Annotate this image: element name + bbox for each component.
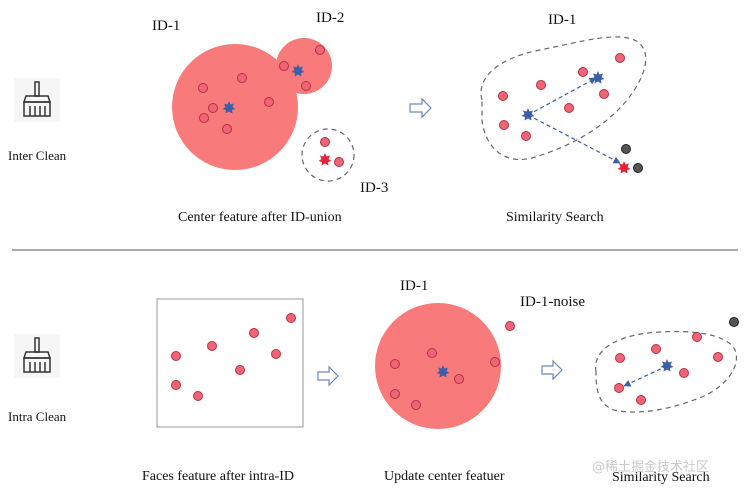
top-left-caption: Center feature after ID-union	[178, 210, 342, 225]
top-right-id1-label: ID-1	[548, 12, 576, 28]
search-arrow	[527, 114, 621, 164]
top-id1-label: ID-1	[152, 18, 180, 34]
watermark: @稀土掘金技术社区	[592, 459, 709, 475]
faces-feature-points	[171, 313, 296, 401]
inter-clean-label: Inter Clean	[8, 148, 67, 163]
cluster-id3-points	[320, 137, 344, 167]
top-id3-label: ID-3	[360, 180, 388, 196]
similarity-region-bottom	[595, 330, 738, 413]
outlier-point	[633, 163, 643, 173]
cluster-id3	[301, 128, 355, 182]
hollow-arrow-icon	[541, 359, 563, 381]
star-burst-icon	[521, 71, 631, 174]
outlier-point	[621, 144, 631, 154]
bottom-mid-caption: Update center featuer	[384, 469, 505, 484]
intra-clean-label: Intra Clean	[8, 409, 67, 424]
top-right-caption: Similarity Search	[506, 210, 604, 225]
broom-icon	[14, 334, 60, 378]
bottom-id1-label: ID-1	[400, 278, 428, 294]
bottom-right-caption: Similarity Search	[612, 470, 710, 485]
cluster-id1	[172, 44, 298, 170]
star-burst-icon	[222, 64, 332, 166]
top-id2-label: ID-2	[316, 10, 344, 26]
cluster-id2-points	[279, 45, 325, 91]
similarity-bottom-points	[614, 332, 723, 405]
cluster-updated	[375, 303, 501, 429]
hollow-arrow-icon	[317, 365, 339, 387]
noise-point	[729, 317, 739, 327]
cluster-updated-points	[390, 321, 515, 410]
cluster-id1-points	[198, 73, 274, 134]
similarity-top-points	[498, 53, 625, 141]
search-arrow	[527, 77, 597, 116]
faces-feature-box	[156, 298, 304, 428]
broom-icon	[14, 78, 60, 122]
star-burst-icon	[436, 365, 450, 378]
hollow-arrow-icon	[409, 97, 432, 119]
noise-label: ID-1-noise	[520, 294, 585, 310]
search-arrow	[623, 365, 668, 387]
star-burst-icon	[660, 359, 674, 372]
bottom-left-caption: Faces feature after intra-ID	[142, 469, 294, 484]
